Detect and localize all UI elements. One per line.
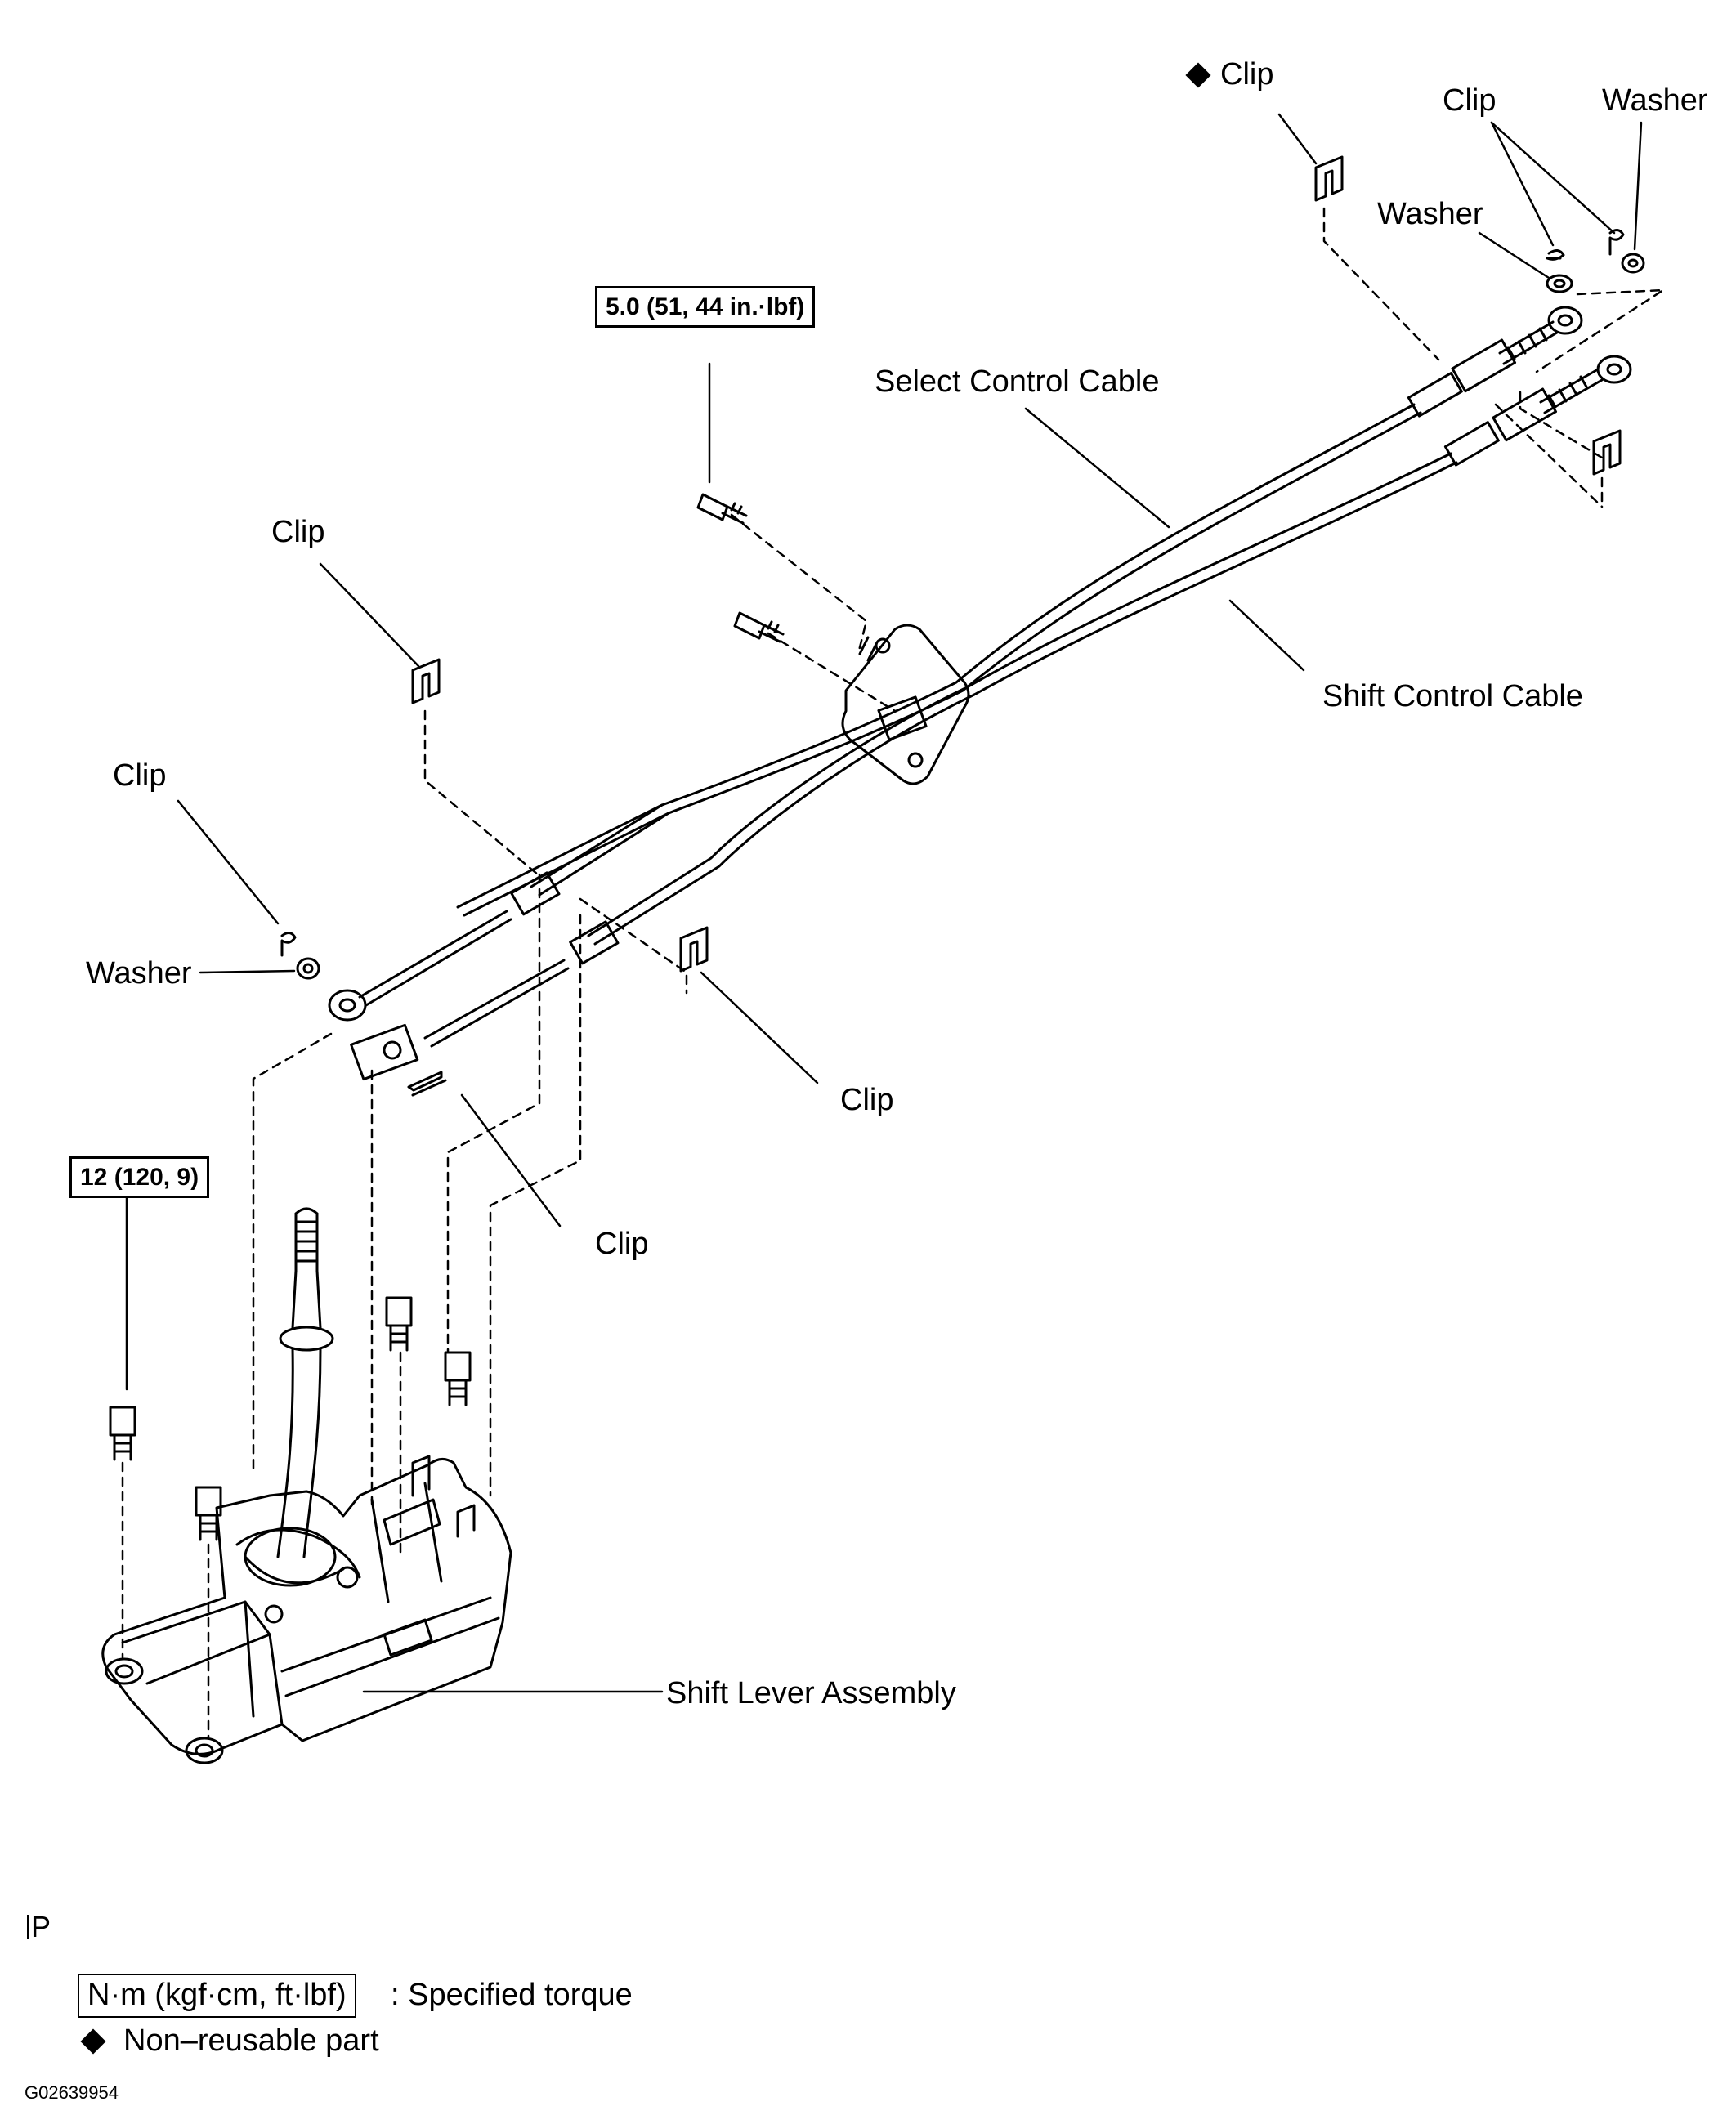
label-washer-top-right: Washer xyxy=(1602,83,1708,118)
torque-box-lever: 12 (120, 9) xyxy=(69,1156,210,1198)
hairpin-clip-left xyxy=(280,932,297,957)
label-clip-left-upper: Clip xyxy=(271,515,325,549)
washer-left xyxy=(296,957,320,980)
label-washer-mid-right: Washer xyxy=(1377,197,1483,231)
shift-control-cable xyxy=(350,355,1632,1081)
bracket-bolt-upper xyxy=(696,493,748,525)
leader-lines xyxy=(125,113,1643,1693)
lever-bolt-left xyxy=(109,1406,136,1461)
page-mark: P xyxy=(27,1912,51,1942)
hairpin-clips-right xyxy=(1546,229,1625,261)
select-control-cable xyxy=(328,306,1583,1022)
lever-bolt-4 xyxy=(444,1351,472,1406)
label-shift-control-cable: Shift Control Cable xyxy=(1322,679,1583,713)
label-washer-left: Washer xyxy=(86,956,192,990)
legend-nonreusable: Non–reusable part xyxy=(80,2025,379,2056)
dashed-lines xyxy=(121,207,1665,1738)
label-shift-lever-assembly: Shift Lever Assembly xyxy=(666,1676,956,1710)
bracket-bolt-lower xyxy=(733,611,785,643)
label-clip-left: Clip xyxy=(113,758,167,793)
washer-right-outer xyxy=(1621,253,1645,274)
lever-bolt-2 xyxy=(195,1486,222,1541)
clip-left-upper xyxy=(411,658,441,704)
label-clip-top-right: Clip xyxy=(1443,83,1497,118)
legend-torque-box: N·m (kgf·cm, ft·lbf) xyxy=(78,1974,356,2018)
label-clip-center-lower: Clip xyxy=(595,1227,649,1261)
clip-center-lower xyxy=(407,1071,447,1097)
nonreusable-diamond-icon xyxy=(1185,62,1211,88)
cable-bracket xyxy=(841,624,970,785)
label-clip-center-right: Clip xyxy=(840,1083,894,1117)
torque-box-bracket: 5.0 (51, 44 in.·lbf) xyxy=(595,286,816,328)
figure-id: G02639954 xyxy=(25,2082,119,2103)
label-clip-top: Clip xyxy=(1185,59,1273,90)
clip-center-right xyxy=(679,926,709,973)
lever-bolt-3 xyxy=(385,1296,413,1352)
legend-torque-desc: : Specified torque xyxy=(391,1978,633,2012)
label-select-control-cable: Select Control Cable xyxy=(875,364,1160,399)
shift-lever-assembly xyxy=(101,1207,512,1764)
washer-right-inner xyxy=(1546,274,1573,293)
clip-right-lower xyxy=(1592,429,1622,476)
clip-top xyxy=(1314,155,1344,202)
legend-diamond-icon xyxy=(80,2028,106,2055)
